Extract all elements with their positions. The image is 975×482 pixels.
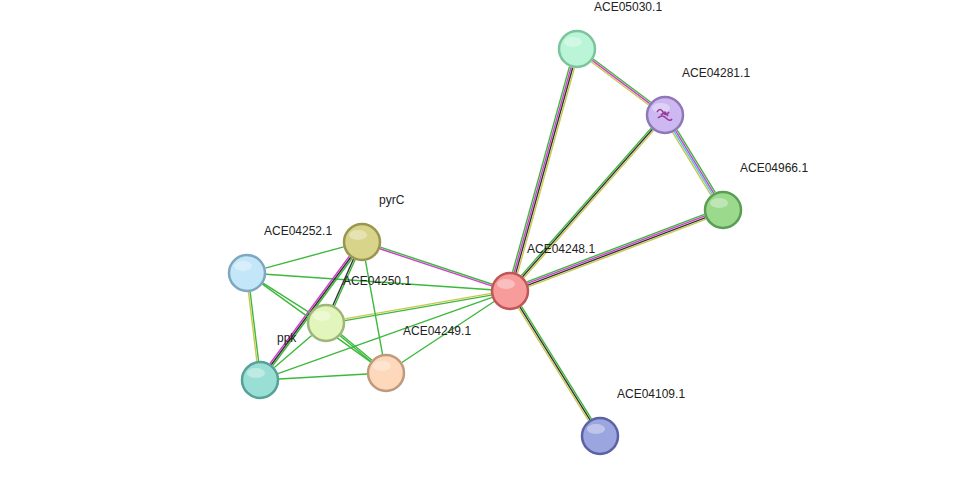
protein-label: ACE04249.1: [403, 324, 471, 338]
node-disc: [705, 192, 741, 228]
node-disc: [559, 31, 595, 67]
protein-label: ACE05030.1: [594, 0, 662, 14]
evidence-line: [345, 295, 492, 320]
evidence-line: [677, 130, 715, 193]
node-disc: [492, 273, 528, 309]
node-circle: [343, 223, 381, 261]
interaction-edge: [402, 301, 494, 362]
protein-node: ACE04281.1: [646, 96, 684, 134]
node-gloss: [652, 103, 670, 113]
interaction-edge: [345, 293, 492, 320]
evidence-line: [262, 284, 370, 362]
evidence-line: [270, 256, 349, 363]
evidence-line: [521, 306, 591, 419]
node-gloss: [710, 198, 728, 208]
structure-icon: [657, 110, 672, 121]
evidence-line: [273, 258, 352, 365]
evidence-line: [263, 283, 310, 313]
node-gloss: [497, 279, 515, 289]
evidence-line: [519, 308, 589, 421]
protein-label: ACE04252.1: [264, 224, 332, 238]
node-gloss: [349, 230, 367, 240]
node-gloss: [313, 311, 331, 321]
protein-node: ppk: [241, 361, 279, 399]
protein-node: ACE04252.1: [228, 254, 266, 292]
node-gloss: [234, 261, 252, 271]
evidence-line: [513, 67, 570, 272]
evidence-line: [248, 292, 256, 361]
protein-label: ACE04248.1: [527, 242, 595, 256]
protein-node: ACE04248.1: [491, 272, 529, 310]
node-circle: [646, 96, 684, 134]
node-gloss: [373, 361, 391, 371]
interaction-edge: [263, 283, 310, 313]
protein-label: pyrC: [379, 193, 404, 207]
evidence-line: [524, 130, 654, 277]
protein-label: ppk: [277, 331, 296, 345]
interaction-edge: [673, 130, 716, 195]
interaction-edge: [591, 59, 651, 105]
evidence-line: [520, 307, 590, 420]
evidence-line: [592, 60, 650, 103]
evidence-line: [271, 257, 350, 364]
evidence-line: [250, 292, 258, 361]
node-circle: [307, 304, 345, 342]
evidence-line: [514, 67, 571, 272]
interaction-edge: [519, 306, 592, 421]
node-circle: [367, 354, 405, 392]
evidence-line: [591, 62, 649, 105]
evidence-line: [523, 129, 653, 276]
evidence-line: [341, 335, 372, 361]
evidence-line: [521, 128, 651, 275]
node-disc: [308, 305, 344, 341]
protein-node: ACE04109.1: [581, 417, 619, 455]
evidence-line: [279, 374, 367, 379]
interaction-edge: [262, 284, 370, 362]
node-gloss: [564, 37, 582, 47]
node-disc: [582, 418, 618, 454]
node-circle: [581, 417, 619, 455]
interaction-edge: [248, 292, 258, 361]
interaction-edge: [265, 247, 343, 268]
protein-label: ACE04966.1: [740, 161, 808, 175]
evidence-line: [673, 133, 711, 196]
interaction-edge: [521, 128, 653, 278]
node-circle: [241, 361, 279, 399]
node-disc: [229, 255, 265, 291]
evidence-line: [674, 132, 712, 195]
protein-node: ACE04250.1: [307, 304, 345, 342]
interaction-edge: [266, 274, 491, 289]
node-circle: [704, 191, 742, 229]
evidence-line: [527, 214, 704, 281]
node-circle: [558, 30, 596, 68]
node-disc: [647, 97, 683, 133]
interaction-edge: [279, 374, 367, 379]
protein-label: ACE04109.1: [617, 387, 685, 401]
node-circle: [491, 272, 529, 310]
interaction-edge: [527, 214, 706, 286]
node-disc: [344, 224, 380, 260]
evidence-line: [402, 301, 494, 362]
protein-node: ACE04966.1: [704, 191, 742, 229]
interaction-edge: [340, 335, 372, 362]
protein-label: ACE04250.1: [343, 274, 411, 288]
evidence-line: [676, 131, 714, 194]
evidence-line: [265, 247, 343, 268]
protein-node: ACE04249.1: [367, 354, 405, 392]
node-gloss: [247, 368, 265, 378]
evidence-line: [527, 216, 704, 283]
node-gloss: [587, 424, 605, 434]
protein-label: ACE04281.1: [682, 66, 750, 80]
protein-node: ACE05030.1: [558, 30, 596, 68]
node-circle: [228, 254, 266, 292]
evidence-line: [340, 336, 371, 362]
protein-node: pyrC: [343, 223, 381, 261]
node-disc: [368, 355, 404, 391]
evidence-line: [266, 274, 491, 289]
node-disc: [242, 362, 278, 398]
evidence-line: [593, 59, 651, 102]
interaction-edge: [270, 256, 352, 365]
